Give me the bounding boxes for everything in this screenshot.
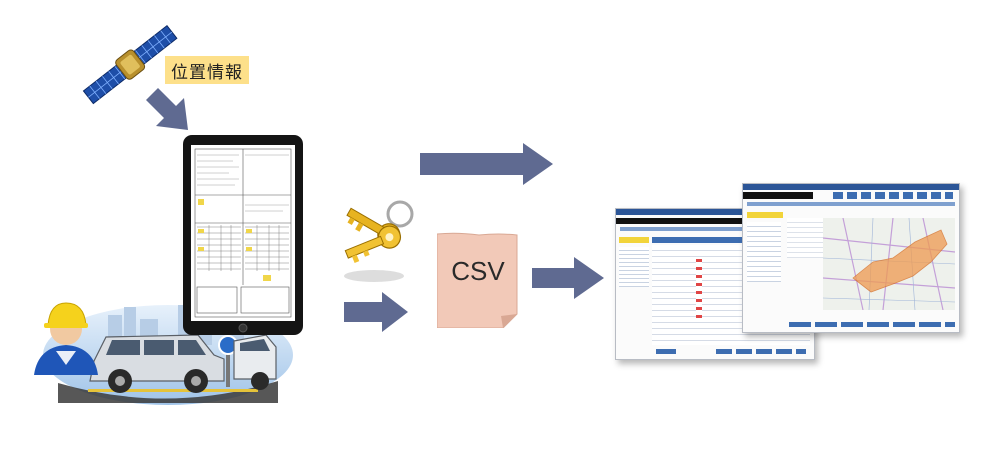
car-icon — [89, 334, 225, 393]
arrow-satellite-to-tablet — [146, 88, 188, 130]
arrow-keys-to-csv — [344, 292, 408, 332]
tablet-icon — [183, 135, 303, 335]
satellite-icon — [82, 24, 178, 105]
csv-file-icon — [437, 232, 518, 328]
csv-label: CSV — [451, 256, 505, 286]
worker-icon — [34, 302, 98, 375]
location-info-label: 位置情報 — [165, 56, 249, 84]
app-window-map — [742, 183, 960, 333]
keys-icon — [344, 200, 414, 282]
map-icon — [823, 218, 955, 310]
arrow-csv-to-app — [532, 257, 604, 299]
arrow-tablet-to-app — [420, 143, 553, 185]
worker-scene — [34, 302, 293, 405]
